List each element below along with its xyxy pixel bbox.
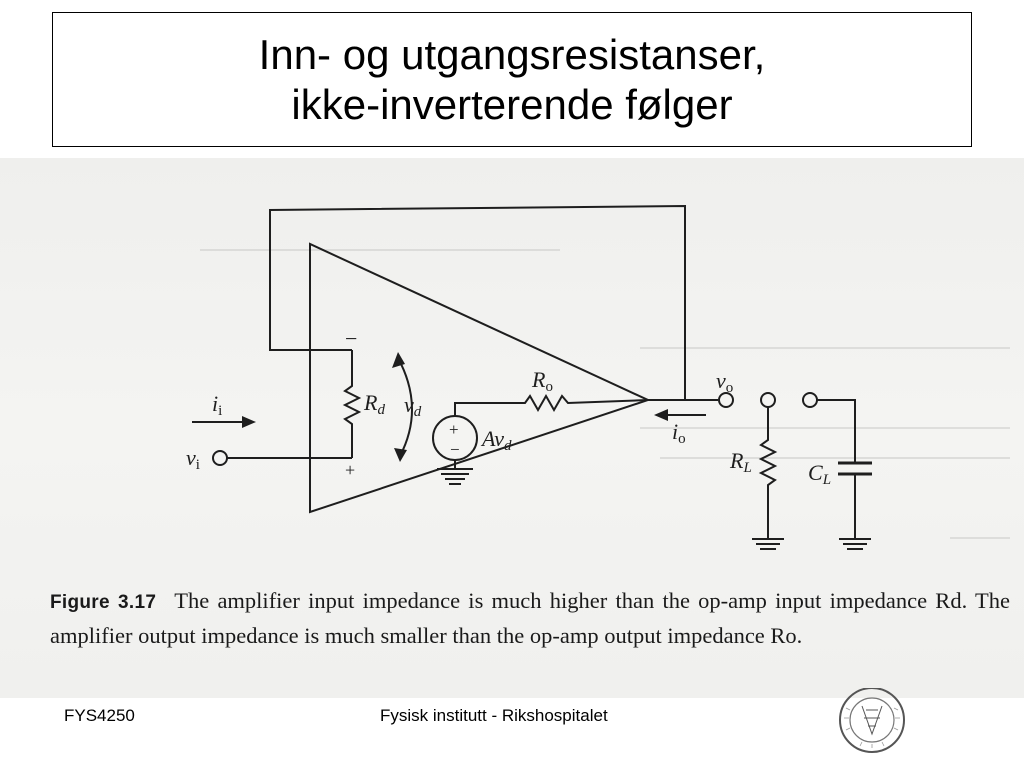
source-plus-label: + [449, 420, 459, 439]
avd-label: Avd [480, 426, 512, 454]
vo-label: vo [716, 368, 733, 396]
vo-terminal [718, 392, 734, 408]
ii-arrowhead [242, 416, 256, 428]
io-label: io [672, 419, 686, 447]
bleed-through-marks [200, 249, 1010, 539]
footer-institution: Fysisk institutt - Rikshospitalet [380, 706, 608, 725]
cl-label: CL [808, 460, 831, 488]
slide-title-line-1: Inn- og utgangsresistanser, [258, 30, 766, 78]
footer-course: FYS4250 [64, 706, 135, 725]
university-seal-logo [839, 688, 905, 753]
vd-arrow [397, 357, 413, 457]
io-arrowhead [654, 409, 668, 421]
plus-input-label: + [345, 460, 355, 480]
vi-label: vi [186, 445, 200, 473]
vi-terminal [212, 450, 228, 466]
caption-text: The amplifier input impedance is much hi… [50, 588, 1011, 648]
figure-label: Figure 3.17 [50, 592, 157, 613]
cl-terminal [802, 392, 818, 408]
rl-label: RL [729, 448, 752, 476]
rl-resistor [758, 407, 778, 538]
scanned-figure: − + Rd vd Ro Avd vo io ii vi RL CL + − F… [0, 158, 1024, 698]
op-amp-triangle [309, 242, 651, 514]
circuit-diagram: − + Rd vd Ro Avd vo io ii vi RL CL + − [186, 204, 1010, 550]
ii-label: ii [212, 391, 222, 419]
title-box: Inn- og utgangsresistanser, ikke-inverte… [52, 12, 972, 147]
minus-input-label: − [345, 326, 357, 351]
cl-wire-top [817, 399, 856, 462]
vd-label: vd [404, 392, 422, 420]
slide-title-line-2: ikke-inverterende følger [291, 80, 733, 128]
vd-arrowhead-top [392, 352, 405, 368]
rd-label: Rd [363, 390, 385, 418]
ro-resistor [454, 393, 649, 416]
source-minus-label: − [450, 440, 460, 459]
vd-arrowhead-bottom [394, 448, 407, 462]
rl-terminal [760, 392, 776, 408]
feedback-wire [269, 204, 686, 401]
rd-resistor [342, 350, 362, 458]
ro-label: Ro [531, 367, 553, 395]
